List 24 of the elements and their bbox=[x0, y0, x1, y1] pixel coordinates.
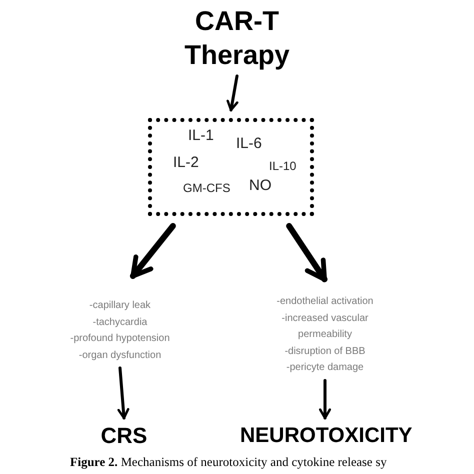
arrow bbox=[319, 379, 331, 420]
symptom-text: -capillary leak bbox=[88, 299, 152, 313]
cytokine-label: IL-2 bbox=[173, 155, 199, 170]
symptom-text: -increased vascular permeability bbox=[280, 312, 370, 342]
symptom-text: -organ dysfunction bbox=[78, 348, 162, 362]
cytokine-label: NO bbox=[249, 178, 272, 193]
cytokine-label: IL-10 bbox=[269, 160, 296, 172]
cytokine-label: GM-CFS bbox=[183, 182, 230, 194]
outcome-text: CRS bbox=[84, 422, 164, 450]
cytokine-label: IL-6 bbox=[236, 136, 262, 151]
arrow bbox=[286, 223, 328, 282]
arrow bbox=[117, 366, 130, 420]
symptom-text: -pericyte damage bbox=[285, 361, 365, 375]
symptom-text: -disruption of BBB bbox=[284, 344, 366, 358]
symptom-text: -endothelial activation bbox=[276, 295, 374, 309]
dotted-box bbox=[148, 118, 314, 216]
arrow bbox=[130, 223, 176, 279]
cytokine-label: IL-1 bbox=[188, 128, 214, 143]
arrow bbox=[226, 74, 238, 112]
caption: Figure 2. Mechanisms of neurotoxicity and cytokine release sy bbox=[70, 454, 387, 470]
title-text: CAR-T Therapy bbox=[157, 4, 317, 72]
outcome-text: NEUROTOXICITY bbox=[240, 422, 410, 450]
symptom-text: -profound hypotension bbox=[69, 332, 171, 346]
symptom-text: -tachycardia bbox=[92, 316, 148, 330]
